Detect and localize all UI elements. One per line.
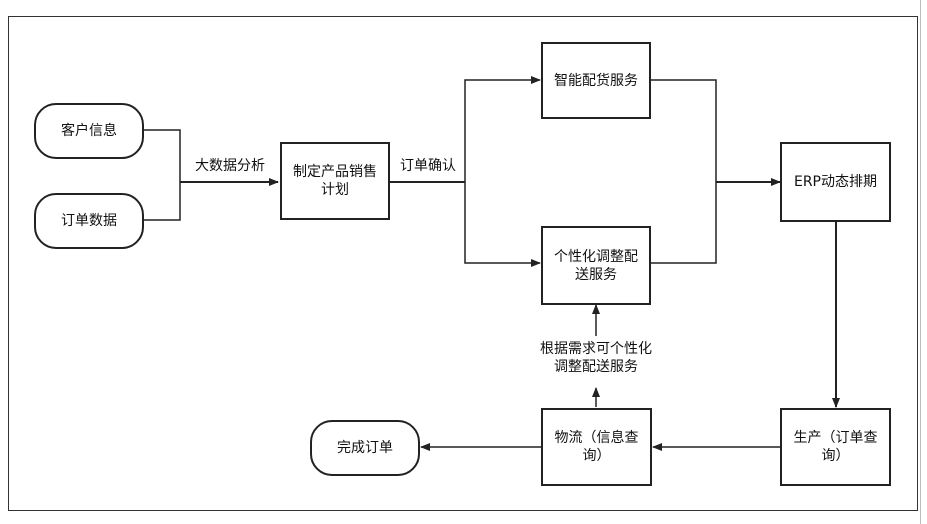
node-order-complete-label: 完成订单 [337, 440, 393, 456]
arrow-to-smart-distribution [464, 76, 541, 182]
connector-customer-info [143, 129, 181, 182]
edge-label-on-demand: 根据需求可个性化调整配送服务 [540, 340, 652, 376]
node-erp-scheduling: ERP动态排期 [780, 142, 891, 222]
edge-label-order-confirm: 订单确认 [400, 158, 456, 174]
node-customer-info-label: 客户信息 [61, 123, 117, 139]
window-edge [920, 0, 921, 524]
connector-smart-distribution-out [651, 79, 717, 182]
connector-order-data [143, 182, 181, 221]
node-personalized-delivery: 个性化调整配送服务 [541, 226, 651, 305]
node-logistics: 物流（信息查询） [541, 408, 652, 486]
connector-personalized-out [651, 182, 717, 264]
node-production-label: 生产（订单查询） [793, 430, 878, 464]
node-order-data: 订单数据 [34, 193, 144, 249]
node-logistics-label: 物流（信息查询） [554, 430, 639, 464]
node-sales-plan-label: 制定产品销售计划 [293, 164, 377, 198]
node-customer-info: 客户信息 [34, 103, 144, 159]
node-smart-distribution: 智能配货服务 [541, 42, 651, 119]
node-order-data-label: 订单数据 [61, 213, 117, 229]
edge-label-big-data-analysis: 大数据分析 [195, 158, 265, 174]
node-sales-plan: 制定产品销售计划 [280, 142, 390, 220]
arrow-to-personalized-delivery [464, 182, 541, 267]
node-order-complete: 完成订单 [310, 420, 420, 476]
diagram-frame [8, 16, 918, 511]
node-erp-scheduling-label: ERP动态排期 [793, 174, 877, 190]
node-smart-distribution-label: 智能配货服务 [554, 72, 638, 89]
node-personalized-delivery-label: 个性化调整配送服务 [554, 248, 638, 283]
node-production: 生产（订单查询） [780, 408, 891, 486]
